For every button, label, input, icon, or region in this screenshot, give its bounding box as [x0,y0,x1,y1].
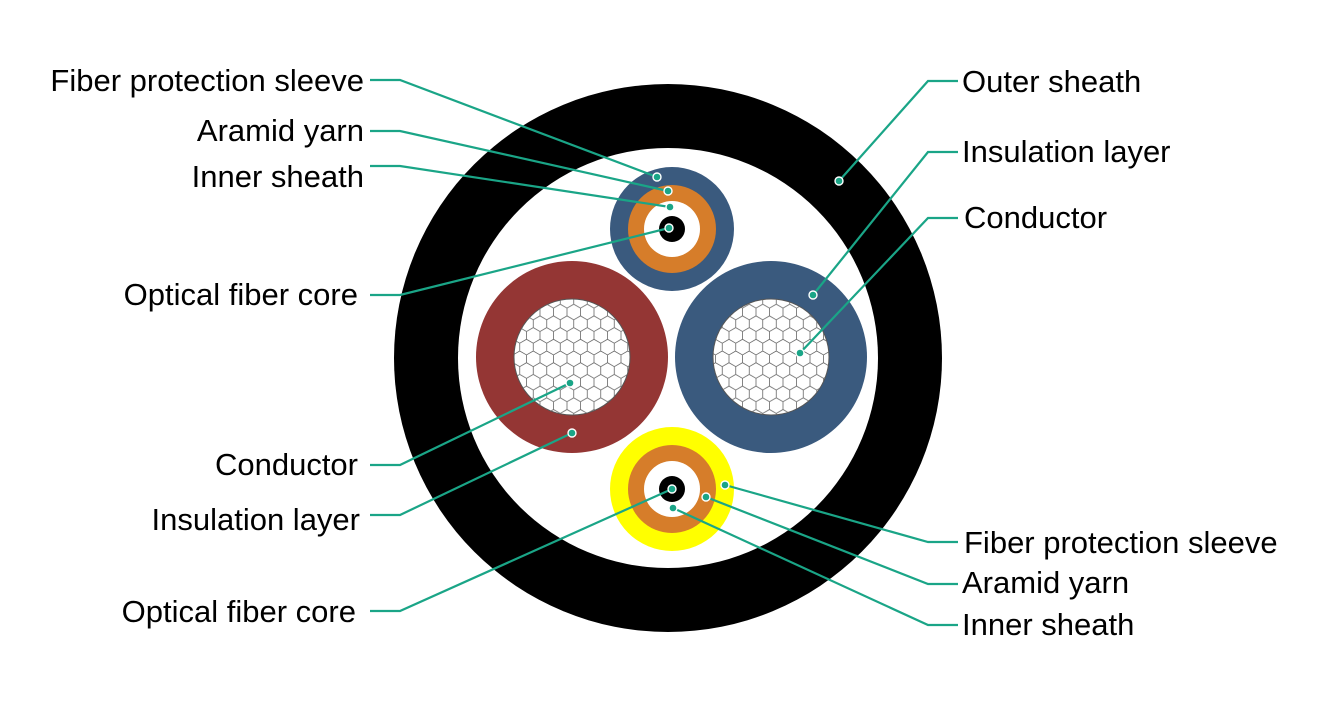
label-bottom-right-sleeve: Fiber protection sleeve [964,525,1278,560]
conductor-left-mesh [514,299,630,415]
label-top-left-sleeve: Fiber protection sleeve [50,63,364,98]
leader-dots [565,172,844,513]
dot-left-insulation [567,428,577,438]
leader-bottom-right-sleeve [724,483,958,544]
label-top-left-aramid: Aramid yarn [197,113,364,148]
dot-top-left-core [664,223,674,233]
leader-top-left-core [370,226,670,297]
leader-top-left-aramid [370,129,669,193]
label-left-insulation: Insulation layer [151,502,360,537]
leader-right-outer [838,79,958,182]
label-top-left-core: Optical fiber core [124,277,358,312]
label-bottom-left-core: Optical fiber core [122,594,356,629]
leader-bottom-left-core [370,487,673,613]
leader-lines [370,78,958,627]
label-right-outer: Outer sheath [962,64,1141,99]
leader-right-conductor [799,216,958,354]
leader-bottom-right-inner [672,507,958,627]
dot-top-left-sleeve [652,172,662,182]
leader-left-insulation [370,432,573,517]
leader-right-insulation [812,150,958,296]
dot-bottom-right-sleeve [720,480,730,490]
dot-right-conductor [795,348,805,358]
leader-bottom-right-aramid [705,495,958,586]
dot-right-outer [834,176,844,186]
leader-top-left-inner [370,164,671,209]
label-bottom-right-aramid: Aramid yarn [962,565,1129,600]
dot-right-insulation [808,290,818,300]
right-labels: Outer sheath Insulation layer Conductor … [962,64,1278,642]
label-top-left-inner: Inner sheath [192,159,364,194]
label-left-conductor: Conductor [215,447,358,482]
dot-bottom-left-core [667,484,677,494]
conductor-right-mesh [713,299,829,415]
right-power-core [675,261,867,453]
label-bottom-right-inner: Inner sheath [962,607,1134,642]
label-right-insulation: Insulation layer [962,134,1171,169]
leader-top-left-sleeve [370,78,658,179]
dot-top-left-aramid [663,186,673,196]
dot-left-conductor [565,378,575,388]
cable-filler [458,148,878,568]
label-right-conductor: Conductor [964,200,1107,235]
left-power-core [476,261,668,453]
left-labels: Fiber protection sleeve Aramid yarn Inne… [50,63,364,629]
dot-bottom-right-aramid [701,492,711,502]
dot-bottom-right-inner [668,503,678,513]
leader-left-conductor [370,382,571,467]
dot-top-left-inner [665,202,675,212]
